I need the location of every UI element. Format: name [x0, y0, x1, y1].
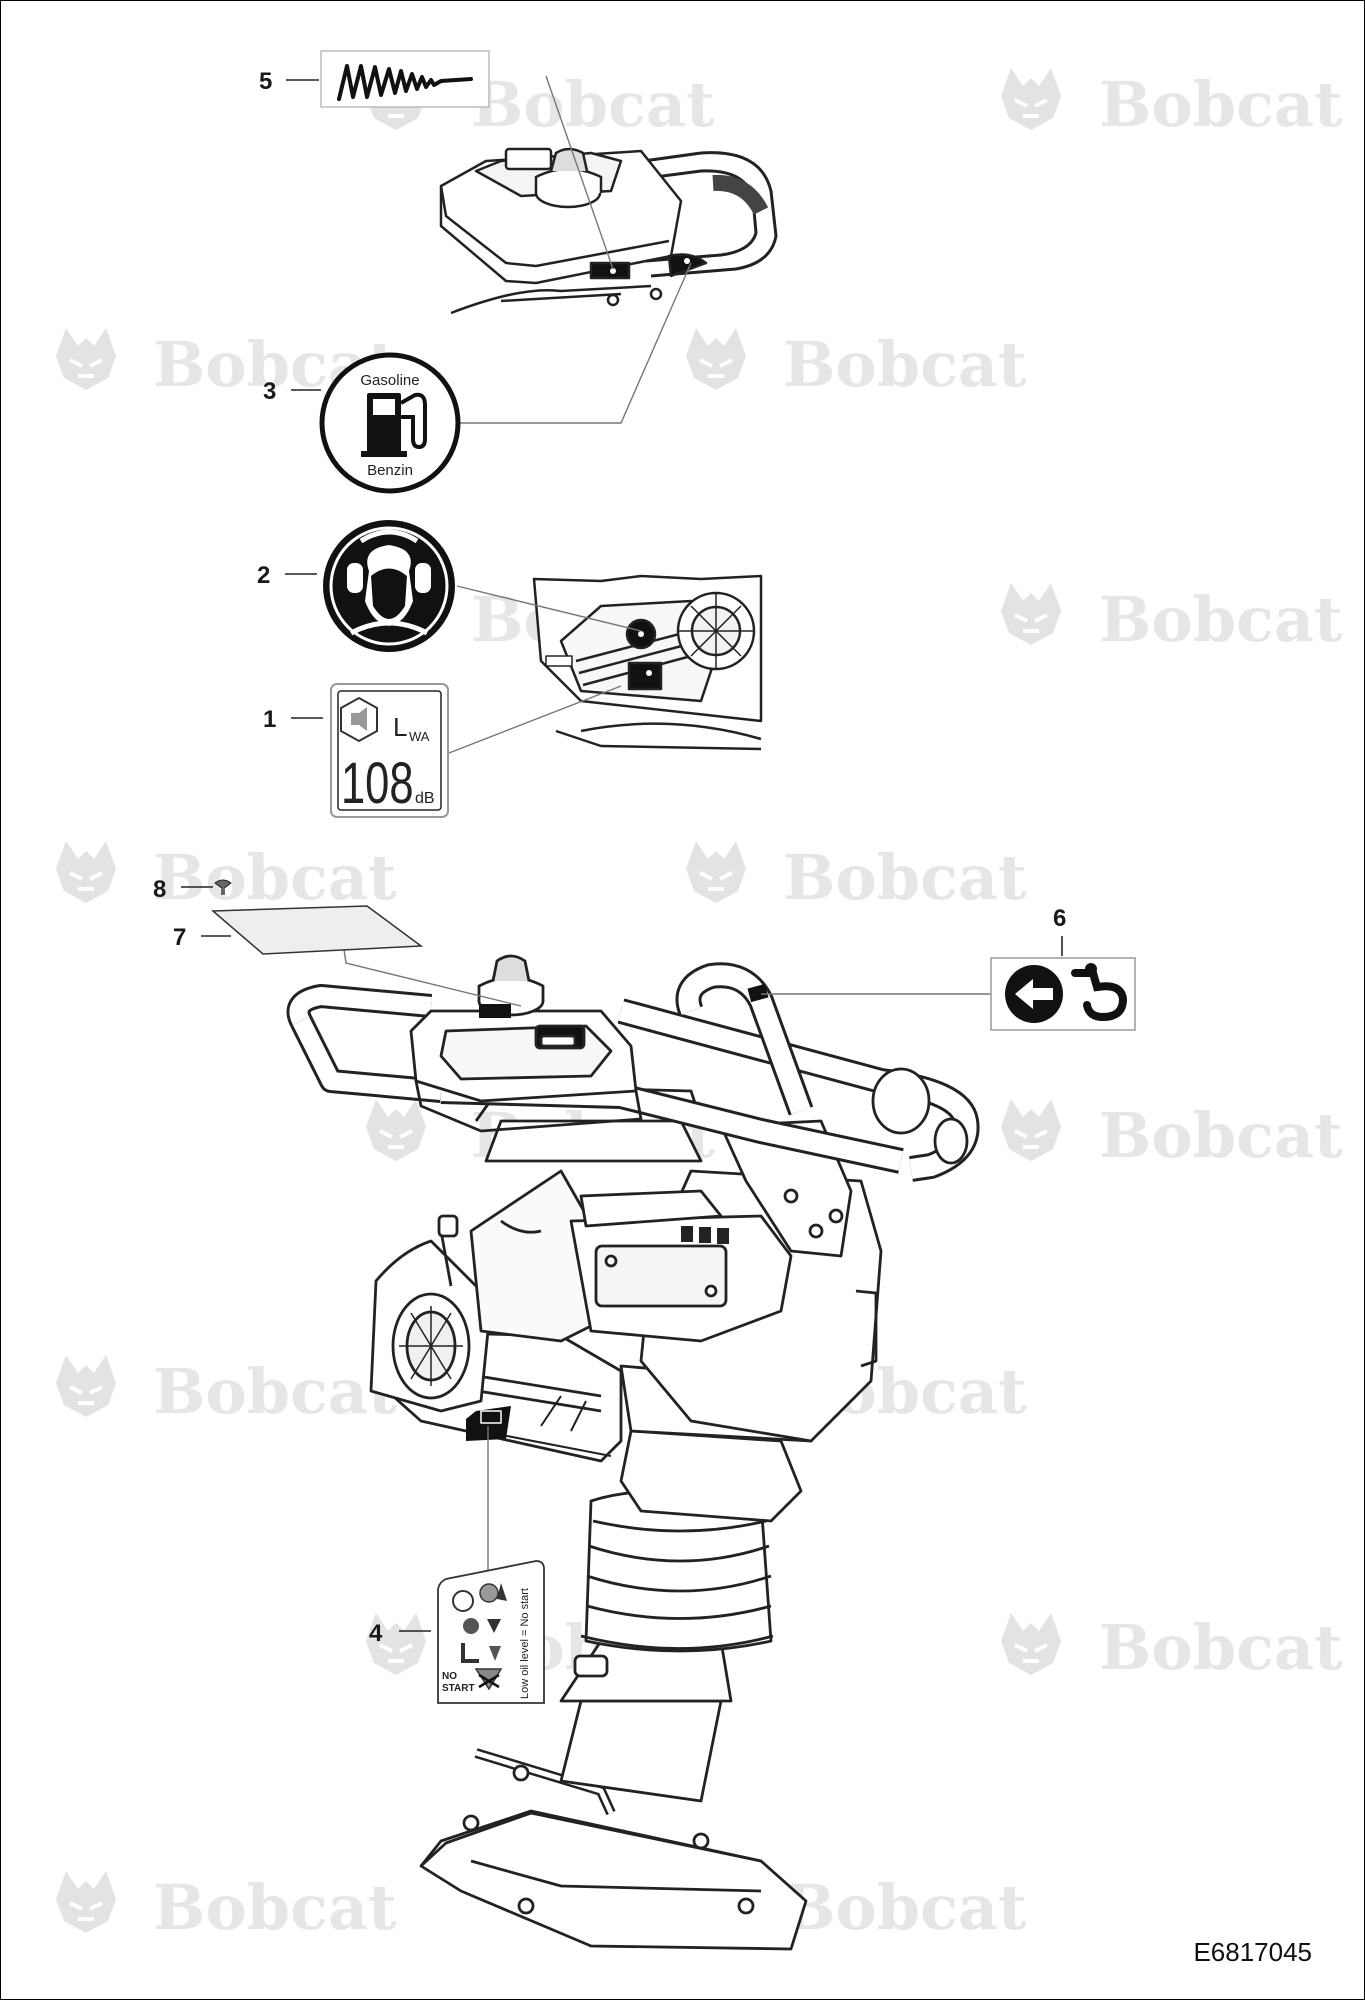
- callout-5: 5: [259, 68, 272, 95]
- fuel-tank-closeup: [439, 147, 778, 315]
- callout-2: 2: [257, 562, 270, 589]
- no-start-line2: START: [442, 1683, 475, 1694]
- decal-ear-protection: [323, 520, 455, 652]
- callout-3: 3: [263, 378, 276, 405]
- rivet-icon: [214, 879, 232, 895]
- watermark-text: Bobcat: [783, 328, 1027, 401]
- decal-lift-point: [990, 957, 1136, 1031]
- watermark-text: Bobcat: [1099, 1099, 1343, 1172]
- callout-8: 8: [153, 876, 166, 903]
- sound-unit: dB: [415, 790, 435, 807]
- callouts: 5 3 2 1 8 7 6 4: [153, 68, 1066, 1647]
- watermark-text: Bobcat: [471, 68, 715, 141]
- watermark-text: Bobcat: [1099, 583, 1343, 656]
- watermark-text: Bobcat: [153, 1355, 397, 1428]
- ear-protection-icon: [347, 529, 431, 636]
- oil-warning-icon: [452, 1583, 507, 1691]
- rammer-assembly: [286, 954, 980, 1951]
- callout-7: 7: [173, 924, 186, 951]
- sound-subscript: WA: [409, 729, 430, 744]
- watermark-text: Bobcat: [153, 841, 397, 914]
- engine-side-closeup: [532, 574, 763, 751]
- speaker-icon: [340, 696, 378, 743]
- decal-sound-power: L WA 108 dB: [330, 683, 449, 818]
- oil-level-text: Low oil level = No start: [519, 1588, 531, 1699]
- callout-4: 4: [369, 1620, 383, 1647]
- sound-symbol: L: [393, 712, 407, 742]
- watermark-text: Bobcat: [1099, 1611, 1343, 1684]
- sound-value: 108: [341, 751, 414, 815]
- choke-spring-icon: [337, 64, 473, 101]
- leader-lines: [340, 75, 991, 1573]
- callout-1: 1: [263, 706, 276, 733]
- bellows: [573, 1489, 774, 1678]
- watermark-text: Bobcat: [1099, 68, 1343, 141]
- lift-hook-icon: [1005, 963, 1128, 1023]
- watermark-text: Bobcat: [783, 841, 1027, 914]
- watermark-text: Bobcat: [153, 1871, 397, 1944]
- decal-instructions: [211, 905, 424, 955]
- decal-oil-level: NO START Low oil level = No start: [437, 1560, 545, 1704]
- gasoline-label: Gasoline: [360, 372, 419, 389]
- drawing-code: E6817045: [1193, 1937, 1312, 1967]
- no-start-line1: NO: [442, 1671, 457, 1682]
- benzin-label: Benzin: [367, 462, 413, 479]
- watermark-text: Bobcat: [783, 1871, 1027, 1944]
- decal-choke: [320, 50, 490, 108]
- decal-gasoline: Gasoline Benzin: [319, 352, 461, 494]
- fuel-pump-icon: [361, 392, 427, 457]
- callout-6: 6: [1053, 905, 1066, 932]
